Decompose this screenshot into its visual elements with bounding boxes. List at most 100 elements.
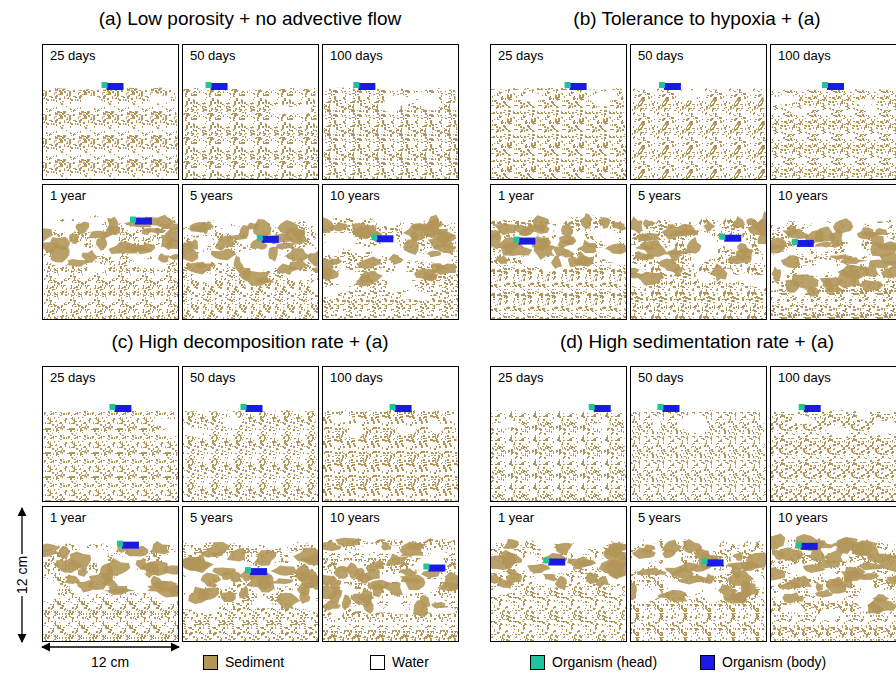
sediment-patch bbox=[358, 256, 382, 268]
organism-body bbox=[594, 405, 611, 412]
organism bbox=[371, 234, 393, 242]
sediment bbox=[43, 215, 179, 320]
sediment-snapshot bbox=[631, 185, 767, 320]
sediment-patch bbox=[815, 242, 832, 248]
organism-body bbox=[664, 83, 681, 90]
sediment-patch bbox=[293, 548, 319, 565]
sediment-patch bbox=[558, 236, 577, 248]
sediment-patch bbox=[636, 568, 666, 576]
snapshot-panel: 50 days bbox=[182, 44, 319, 180]
sediment-patch bbox=[598, 217, 611, 228]
burrow bbox=[771, 99, 795, 105]
scale-arrow bbox=[42, 646, 179, 647]
snapshot-panel: 25 days bbox=[490, 366, 627, 502]
sediment-snapshot bbox=[491, 185, 627, 320]
sediment-patch bbox=[372, 583, 383, 598]
sediment-patch bbox=[869, 232, 884, 246]
sediment-patch bbox=[268, 247, 278, 262]
organism bbox=[390, 404, 412, 412]
sediment-patch bbox=[189, 222, 214, 232]
organism-head bbox=[240, 404, 246, 410]
sediment-patch bbox=[254, 550, 277, 566]
time-label: 5 years bbox=[188, 510, 235, 525]
sediment-patch bbox=[887, 575, 896, 585]
sediment-patch bbox=[815, 589, 833, 597]
time-label: 25 days bbox=[48, 370, 98, 385]
sediment-patch bbox=[836, 537, 856, 554]
burrow bbox=[871, 590, 896, 596]
burrow bbox=[87, 262, 107, 273]
organism-head bbox=[796, 542, 802, 548]
time-label: 1 year bbox=[496, 510, 536, 525]
sediment-patch bbox=[211, 249, 236, 261]
sediment-patch bbox=[710, 263, 727, 281]
sediment-patch bbox=[89, 231, 113, 240]
time-label: 100 days bbox=[776, 48, 833, 63]
burrow bbox=[311, 281, 320, 292]
sediment bbox=[491, 215, 627, 320]
organism bbox=[719, 234, 741, 242]
sediment-patch bbox=[421, 225, 436, 236]
sediment-patch bbox=[816, 560, 840, 569]
burrow bbox=[826, 425, 851, 437]
burrow bbox=[183, 427, 204, 436]
sediment-patch bbox=[555, 576, 567, 590]
organism-body bbox=[250, 568, 267, 575]
sediment-snapshot bbox=[183, 45, 319, 180]
sediment-patch bbox=[445, 572, 459, 590]
time-label: 25 days bbox=[496, 370, 546, 385]
sediment-patch bbox=[403, 223, 426, 242]
sediment-patch bbox=[158, 253, 169, 263]
burrow bbox=[491, 590, 514, 595]
sediment-patch bbox=[494, 224, 520, 235]
sediment-snapshot bbox=[771, 367, 896, 502]
sediment-patch bbox=[381, 542, 391, 551]
sediment-patch bbox=[308, 250, 319, 267]
organism-body bbox=[804, 405, 821, 412]
snapshot-panel: 1 year bbox=[490, 184, 627, 320]
sediment-patch bbox=[81, 250, 97, 263]
sediment bbox=[631, 539, 767, 643]
burrow bbox=[492, 419, 522, 429]
sediment-patch bbox=[285, 248, 312, 262]
organism bbox=[657, 404, 679, 412]
burrow bbox=[771, 284, 782, 292]
time-label: 1 year bbox=[48, 188, 88, 203]
sediment-patch bbox=[323, 542, 342, 551]
sediment-patch bbox=[431, 602, 447, 608]
snapshot-panel: 1 year bbox=[490, 506, 627, 642]
sediment-snapshot bbox=[631, 45, 767, 180]
sediment-patch bbox=[633, 234, 653, 242]
sediment-patch bbox=[596, 576, 609, 587]
sediment-snapshot bbox=[771, 185, 896, 320]
sediment-patch bbox=[507, 570, 517, 576]
sediment-patch bbox=[501, 552, 522, 567]
organism-head bbox=[371, 234, 377, 240]
organism-head bbox=[659, 82, 665, 88]
sediment-patch bbox=[718, 584, 738, 596]
sediment-snapshot bbox=[631, 507, 767, 642]
burrow bbox=[847, 561, 860, 567]
organism-body bbox=[358, 83, 375, 90]
sediment-patch bbox=[787, 225, 797, 236]
sediment-patch bbox=[323, 258, 333, 274]
time-label: 10 years bbox=[328, 188, 382, 203]
organism-head bbox=[799, 404, 805, 410]
snapshot-panel: 25 days bbox=[42, 44, 179, 180]
sediment-snapshot bbox=[491, 507, 627, 642]
burrow bbox=[252, 597, 273, 608]
sediment-patch bbox=[106, 558, 130, 576]
burrow bbox=[284, 104, 313, 115]
panel-title: (c) High decomposition rate + (a) bbox=[111, 331, 388, 353]
sediment-patch bbox=[276, 243, 297, 250]
organism-head bbox=[589, 404, 595, 410]
burrow bbox=[678, 414, 709, 434]
burrow bbox=[338, 268, 356, 283]
burrow bbox=[323, 232, 355, 244]
burrow bbox=[328, 284, 355, 293]
sediment-patch bbox=[875, 228, 887, 236]
sediment-patch bbox=[683, 539, 702, 554]
time-label: 100 days bbox=[328, 370, 385, 385]
organism-body bbox=[662, 405, 679, 412]
sediment-snapshot bbox=[323, 507, 459, 642]
